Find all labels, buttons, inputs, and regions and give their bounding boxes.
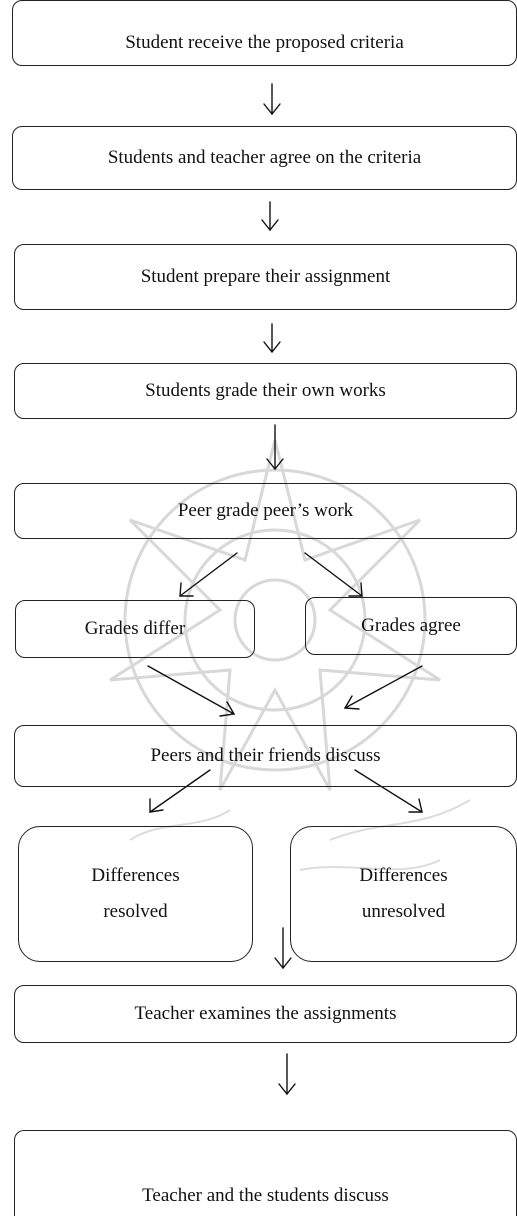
node-teacher-examines: Teacher examines the assignments bbox=[14, 985, 517, 1043]
node-receive-criteria: Student receive the proposed criteria bbox=[12, 0, 517, 66]
arrow-grades-differ-to-peers-discuss bbox=[147, 665, 236, 717]
node-differences-unresolved-line1: Differences bbox=[359, 864, 448, 886]
arrow-prepare-to-self-grade bbox=[263, 323, 281, 354]
node-grades-differ-label: Grades differ bbox=[84, 617, 186, 639]
node-agree-criteria: Students and teacher agree on the criter… bbox=[12, 126, 517, 190]
node-self-grade: Students grade their own works bbox=[14, 363, 517, 419]
node-differences-unresolved-line2: unresolved bbox=[361, 901, 446, 922]
arrow-peer-grade-to-grades-agree bbox=[304, 552, 363, 597]
arrow-unresolved-to-teacher-examines bbox=[274, 927, 292, 970]
node-teacher-students-discuss-label: Teacher and the students discuss bbox=[142, 1185, 389, 1207]
node-peer-grade-label: Peer grade peer’s work bbox=[177, 499, 354, 521]
arrow-peer-grade-to-grades-differ bbox=[179, 552, 238, 597]
node-prepare-assignment-label: Student prepare their assignment bbox=[140, 265, 391, 287]
node-receive-criteria-label: Student receive the proposed criteria bbox=[125, 32, 404, 54]
node-teacher-examines-label: Teacher examines the assignments bbox=[134, 1002, 397, 1024]
node-differences-unresolved: Differences unresolved bbox=[290, 826, 517, 962]
arrow-examines-to-teacher-discuss bbox=[278, 1053, 296, 1096]
arrow-peers-discuss-to-resolved bbox=[149, 769, 211, 813]
node-differences-resolved: Differences resolved bbox=[18, 826, 253, 962]
node-teacher-students-discuss: Teacher and the students discuss bbox=[14, 1130, 517, 1216]
node-grades-agree-label: Grades agree bbox=[361, 614, 461, 636]
node-peers-discuss: Peers and their friends discuss bbox=[14, 725, 517, 787]
node-prepare-assignment: Student prepare their assignment bbox=[14, 244, 517, 310]
node-grades-differ: Grades differ bbox=[15, 600, 255, 658]
node-grades-agree: Grades agree bbox=[305, 597, 517, 655]
arrow-agree-to-prepare bbox=[261, 201, 279, 232]
node-differences-resolved-line2: resolved bbox=[103, 901, 168, 922]
arrow-self-grade-to-peer-grade bbox=[266, 424, 284, 471]
arrow-receive-to-agree bbox=[263, 83, 281, 116]
node-differences-resolved-line1: Differences bbox=[91, 864, 180, 886]
node-peer-grade: Peer grade peer’s work bbox=[14, 483, 517, 539]
node-peers-discuss-label: Peers and their friends discuss bbox=[150, 744, 381, 766]
arrow-peers-discuss-to-unresolved bbox=[354, 769, 423, 813]
arrow-grades-agree-to-peers-discuss bbox=[343, 665, 423, 710]
node-agree-criteria-label: Students and teacher agree on the criter… bbox=[107, 146, 422, 168]
node-self-grade-label: Students grade their own works bbox=[145, 379, 386, 401]
